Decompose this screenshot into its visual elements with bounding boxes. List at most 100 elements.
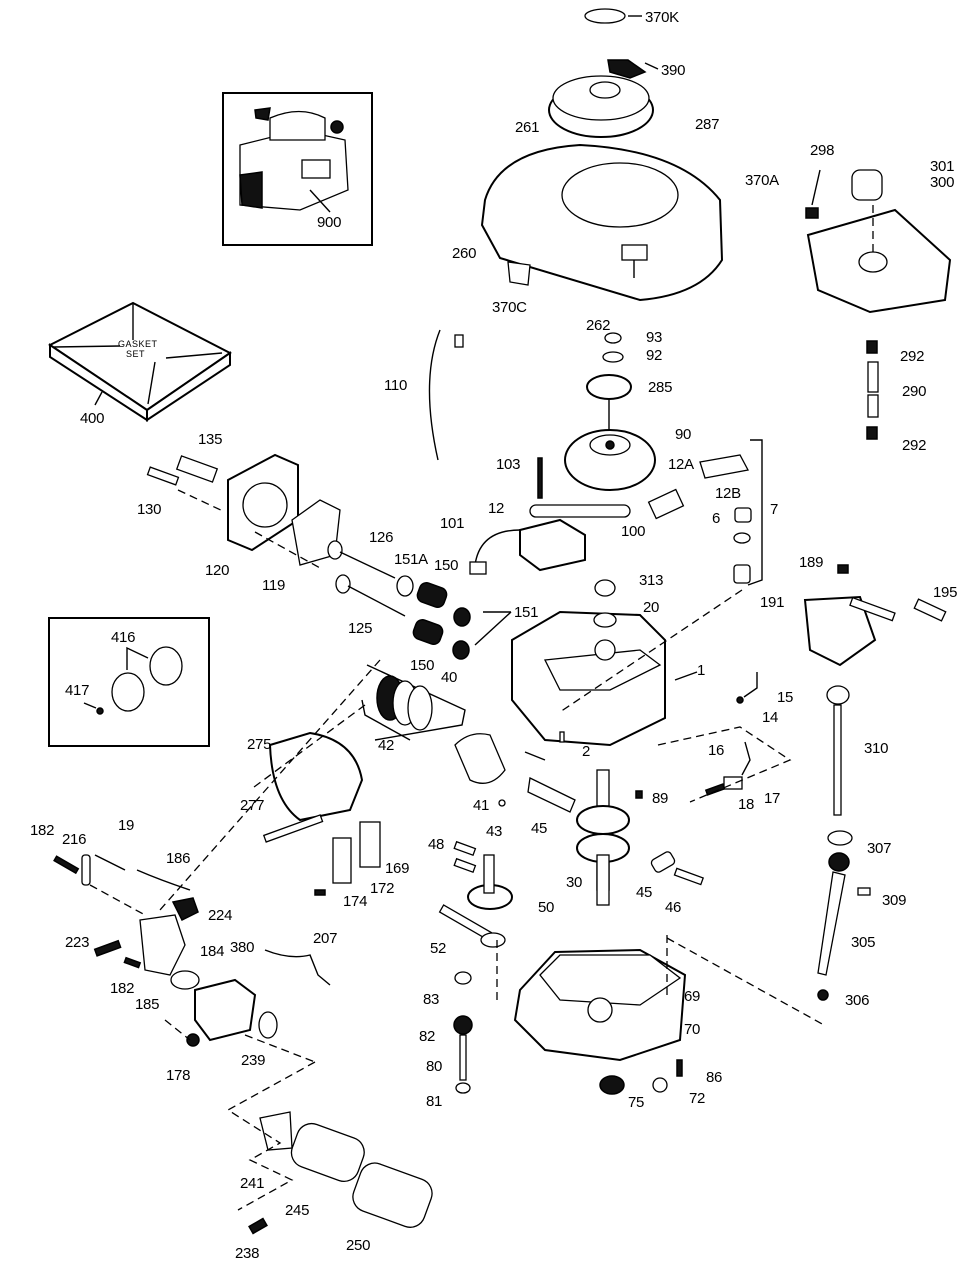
piston-rings-illustration xyxy=(361,664,546,807)
part-callout-380: 380 xyxy=(230,939,255,956)
part-callout-417: 417 xyxy=(65,682,90,699)
part-callout-93: 93 xyxy=(646,329,663,346)
gasket-set-text-line-2: SET xyxy=(126,349,146,359)
bracket-7 xyxy=(747,439,763,586)
part-callout-186: 186 xyxy=(166,850,191,867)
part-callout-86: 86 xyxy=(706,1069,723,1086)
part-callout-40: 40 xyxy=(441,669,458,686)
part-callout-119: 119 xyxy=(262,577,286,594)
part-callout-80: 80 xyxy=(426,1058,443,1075)
part-callout-370a: 370A xyxy=(745,172,779,189)
part-callout-103: 103 xyxy=(496,456,521,473)
part-callout-195: 195 xyxy=(933,584,958,601)
part-callout-45: 45 xyxy=(636,884,653,901)
flywheel-key-illustration xyxy=(83,646,183,715)
part-callout-1: 1 xyxy=(697,662,706,679)
part-callout-15: 15 xyxy=(777,689,794,706)
part-callout-130: 130 xyxy=(137,501,162,518)
part-callout-101: 101 xyxy=(440,515,465,532)
part-callout-52: 52 xyxy=(430,940,447,957)
part-callout-41: 41 xyxy=(473,797,490,814)
part-callout-306: 306 xyxy=(845,992,870,1009)
part-callout-277: 277 xyxy=(240,797,265,814)
part-callout-416: 416 xyxy=(111,629,136,646)
part-callout-292: 292 xyxy=(902,437,927,454)
part-callout-7: 7 xyxy=(770,501,779,518)
camshaft-illustration xyxy=(438,840,513,948)
part-callout-18: 18 xyxy=(738,796,755,813)
part-callout-224: 224 xyxy=(208,907,233,924)
part-callout-75: 75 xyxy=(628,1094,645,1111)
part-callout-48: 48 xyxy=(428,836,445,853)
part-callout-151: 151 xyxy=(514,604,539,621)
sump-illustration xyxy=(496,935,825,1095)
misc-small-parts-illustration xyxy=(559,579,792,803)
part-callout-245: 245 xyxy=(285,1202,310,1219)
assembly-line xyxy=(249,704,366,791)
part-callout-207: 207 xyxy=(313,930,338,947)
part-callout-370c: 370C xyxy=(492,299,527,316)
ignition-illustration xyxy=(428,329,749,575)
part-callout-90: 90 xyxy=(675,426,692,443)
part-callout-12: 12 xyxy=(488,500,505,517)
part-callout-191: 191 xyxy=(760,594,785,611)
gasket-set-text-line-1: GASKET xyxy=(118,339,158,349)
air-cleaner-illustration xyxy=(262,731,364,843)
part-callout-16: 16 xyxy=(708,742,725,759)
part-callout-70: 70 xyxy=(684,1021,701,1038)
part-callout-151a: 151A xyxy=(394,551,428,568)
part-callout-300: 300 xyxy=(930,174,955,191)
part-callout-292: 292 xyxy=(900,348,925,365)
part-callout-261: 261 xyxy=(515,119,540,136)
part-callout-262: 262 xyxy=(586,317,611,334)
part-callout-50: 50 xyxy=(538,899,555,916)
part-callout-298: 298 xyxy=(810,142,835,159)
part-callout-178: 178 xyxy=(166,1067,191,1084)
crankcase-illustration xyxy=(511,610,698,747)
carburetor-illustration xyxy=(93,914,331,1063)
gasket-set-illustration xyxy=(48,301,232,422)
part-callout-309: 309 xyxy=(882,892,907,909)
carb-gaskets-illustration xyxy=(314,821,381,896)
part-callout-45: 45 xyxy=(531,820,548,837)
cylinder-head-illustration xyxy=(146,453,341,569)
part-callout-83: 83 xyxy=(423,991,440,1008)
part-callout-19: 19 xyxy=(118,817,135,834)
part-callout-182: 182 xyxy=(30,822,55,839)
part-callout-82: 82 xyxy=(419,1028,436,1045)
part-callout-92: 92 xyxy=(646,347,663,364)
governor-gear-illustration xyxy=(453,971,473,1094)
part-callout-81: 81 xyxy=(426,1093,443,1110)
part-callout-89: 89 xyxy=(652,790,669,807)
part-callout-241: 241 xyxy=(240,1175,265,1192)
governor-control-illustration xyxy=(803,564,947,667)
part-callout-6: 6 xyxy=(712,510,721,527)
part-callout-14: 14 xyxy=(762,709,779,726)
part-callout-69: 69 xyxy=(684,988,701,1005)
part-callout-223: 223 xyxy=(65,934,90,951)
part-callout-900: 900 xyxy=(317,214,342,231)
part-callout-310: 310 xyxy=(864,740,889,757)
part-callout-184: 184 xyxy=(200,943,225,960)
part-callout-182: 182 xyxy=(110,980,135,997)
part-callout-290: 290 xyxy=(902,383,927,400)
part-callout-150: 150 xyxy=(410,657,435,674)
part-callout-100: 100 xyxy=(621,523,646,540)
flywheel-key-inset-frame xyxy=(48,617,210,747)
complete-engine-illustration xyxy=(239,107,349,213)
valve-train-illustration xyxy=(327,540,512,660)
part-callout-17: 17 xyxy=(764,790,781,807)
part-callout-30: 30 xyxy=(566,874,583,891)
rewind-starter-illustration xyxy=(548,8,659,138)
dipstick-illustration xyxy=(817,685,871,1001)
blower-housing-illustration xyxy=(480,143,724,302)
part-callout-216: 216 xyxy=(62,831,87,848)
part-callout-2: 2 xyxy=(582,743,591,760)
part-callout-307: 307 xyxy=(867,840,892,857)
flywheel-illustration xyxy=(564,332,656,491)
part-callout-301: 301 xyxy=(930,158,955,175)
part-callout-174: 174 xyxy=(343,893,368,910)
part-callout-12a: 12A xyxy=(668,456,694,473)
